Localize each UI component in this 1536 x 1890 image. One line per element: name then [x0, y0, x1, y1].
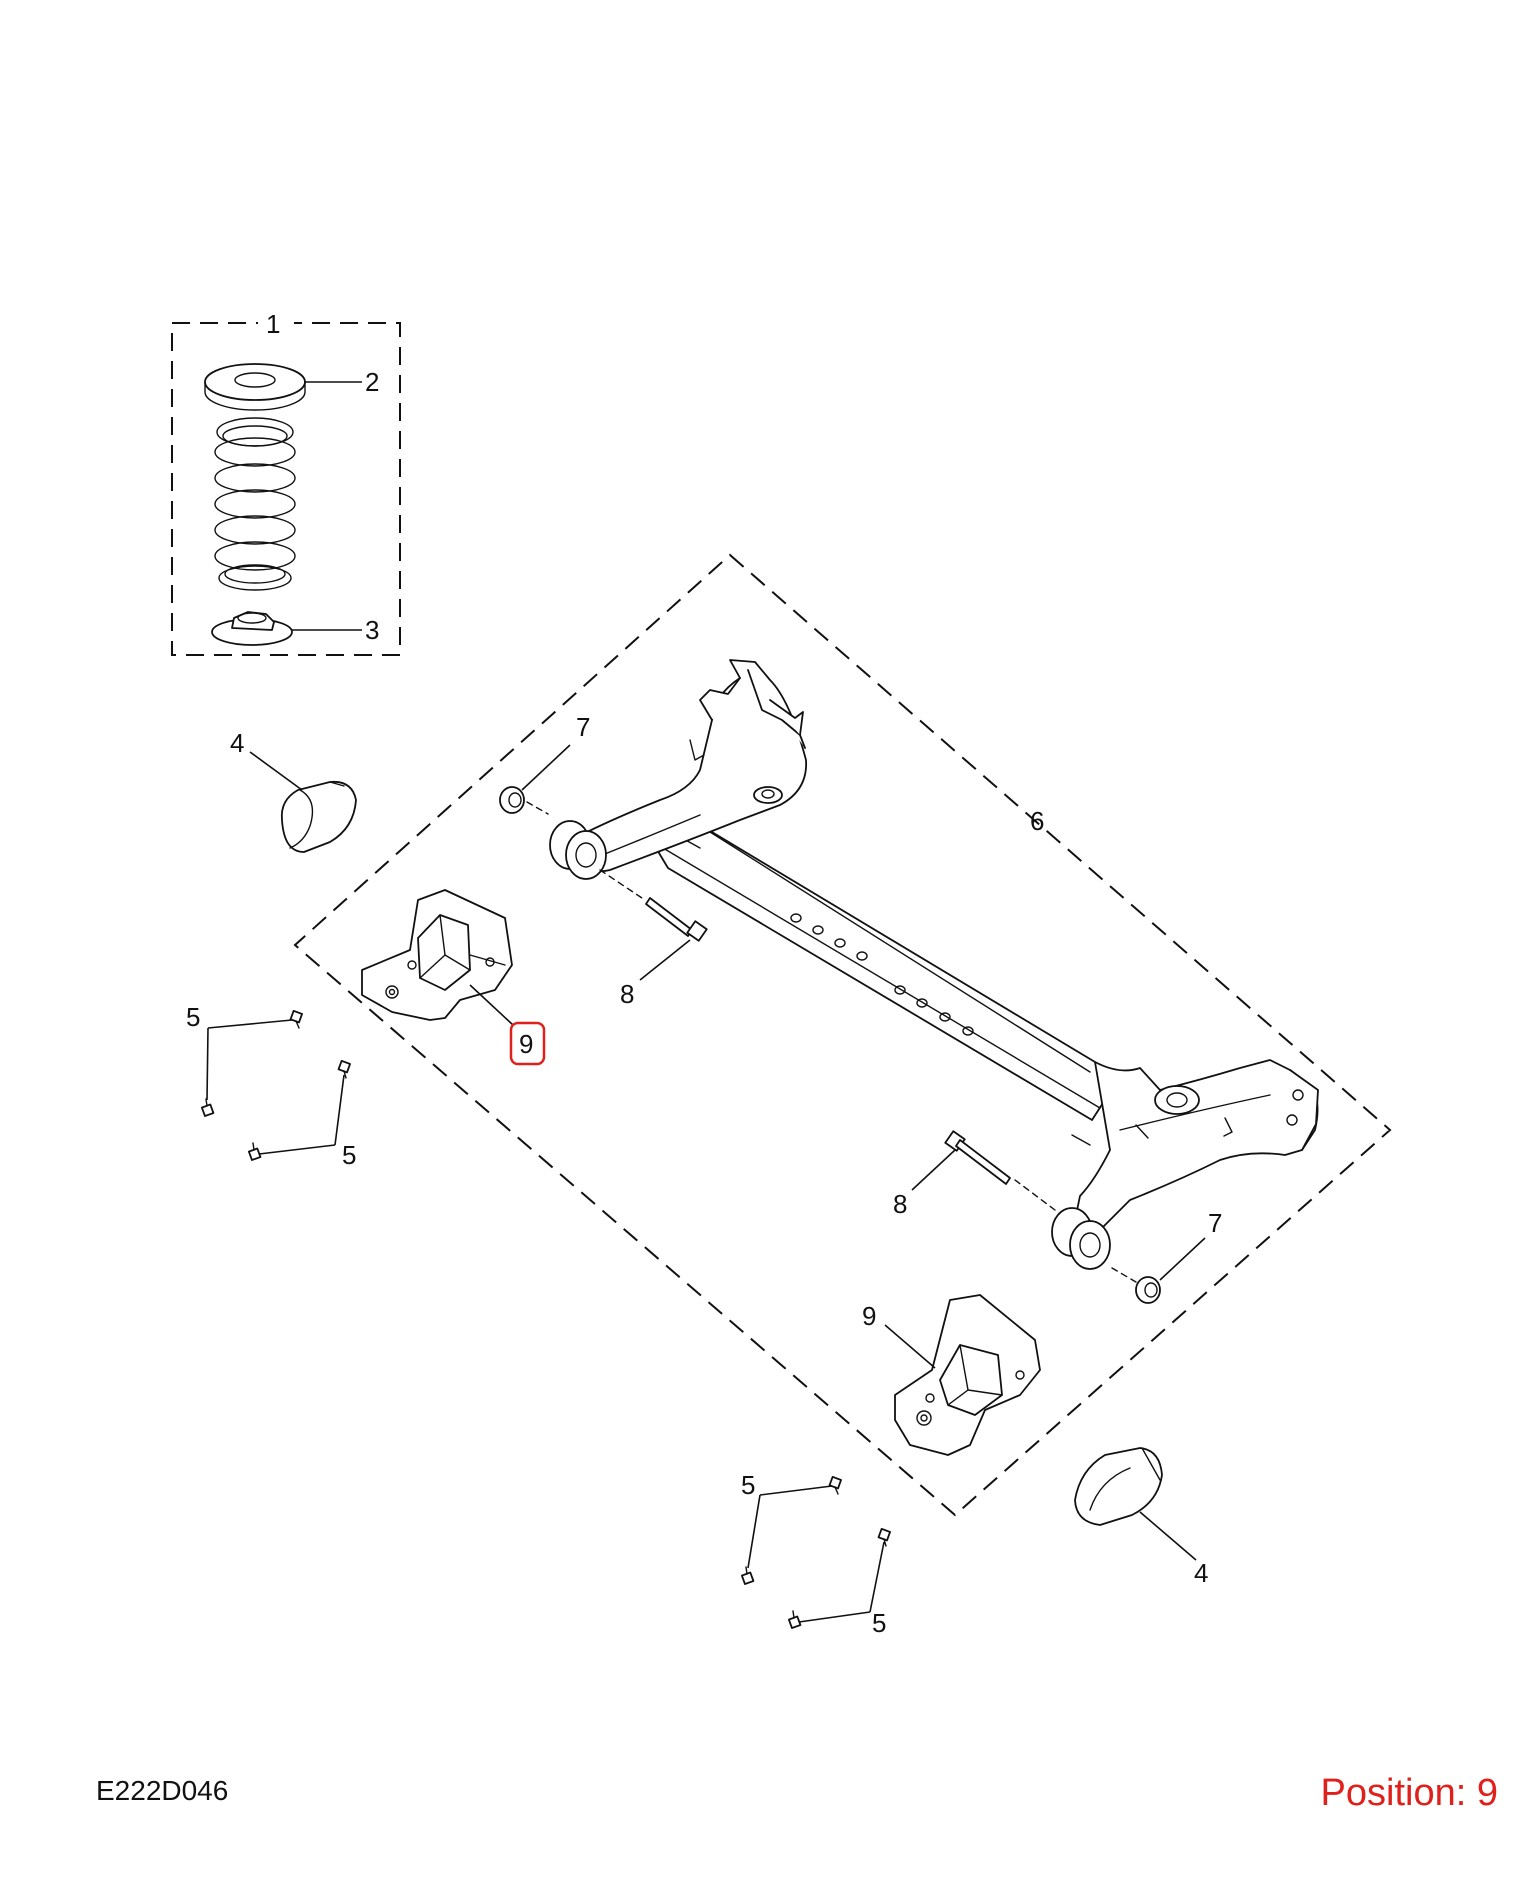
rear-axle-beam[interactable] [549, 659, 1319, 1270]
bolt-small-icon[interactable] [289, 1009, 303, 1029]
callout-8-lower[interactable]: 8 [893, 1189, 907, 1219]
callout-5-upper-left[interactable]: 5 [186, 1002, 200, 1032]
nut-lower-axis [1111, 1267, 1137, 1283]
leader-7-lower [1159, 1237, 1206, 1281]
leader-5d-up [869, 1541, 885, 1613]
nut-upper-axis [526, 801, 549, 815]
leader-5b-up [334, 1074, 345, 1146]
leader-5c [759, 1485, 833, 1496]
coil-spring-icon[interactable] [214, 417, 296, 591]
bolt-small-icon[interactable] [877, 1527, 891, 1547]
leader-5b [258, 1144, 336, 1155]
callout-4-left[interactable]: 4 [230, 728, 244, 758]
callout-5-upper-right[interactable]: 5 [741, 1470, 755, 1500]
callout-9-highlight [509, 1021, 546, 1066]
bolt-small-icon[interactable] [337, 1059, 351, 1079]
callout-6[interactable]: 6 [1030, 806, 1044, 836]
bolt-small-icon[interactable] [787, 1610, 802, 1629]
callout-5-lower-left[interactable]: 5 [342, 1140, 356, 1170]
leader-8-lower [911, 1149, 956, 1191]
bolt-small-right-group: 5 5 [740, 1470, 891, 1638]
upper-spring-seat[interactable] [204, 363, 306, 411]
nut-upper[interactable] [499, 786, 525, 814]
bolt-small-left-group: 5 5 [186, 1002, 356, 1170]
leader-5a [207, 1019, 293, 1029]
bolt-long-lower-axis [1014, 1179, 1056, 1211]
leader-4-left [249, 751, 303, 791]
leader-5c-down [747, 1494, 761, 1569]
leader-5d [798, 1611, 871, 1623]
bump-stop-left[interactable] [280, 780, 357, 853]
leader-5a-down [206, 1027, 209, 1101]
callout-9-left[interactable]: 9 [519, 1029, 533, 1059]
nut-lower[interactable] [1135, 1276, 1161, 1304]
callout-5-lower-right[interactable]: 5 [872, 1608, 886, 1638]
spring-assembly-group: 1 2 3 [171, 309, 401, 656]
diagram-code-label: E222D046 [96, 1775, 229, 1806]
bump-stop-right[interactable] [1074, 1447, 1163, 1526]
callout-7-lower[interactable]: 7 [1208, 1208, 1222, 1238]
bolt-small-icon[interactable] [247, 1142, 262, 1161]
bolt-long-upper-axis [599, 869, 646, 901]
bolt-small-icon[interactable] [828, 1475, 842, 1495]
lower-spring-seat[interactable] [211, 611, 293, 646]
leader-9-right [884, 1324, 936, 1369]
mounting-bracket-left[interactable] [361, 889, 513, 1021]
callout-8-upper[interactable]: 8 [620, 979, 634, 1009]
leader-4-right [1139, 1511, 1197, 1561]
callout-2[interactable]: 2 [365, 367, 379, 397]
callout-3[interactable]: 3 [365, 615, 379, 645]
position-indicator: Position: 9 [1320, 1772, 1498, 1814]
callout-9-right[interactable]: 9 [862, 1301, 876, 1331]
leader-8-upper [639, 939, 691, 981]
bolt-small-icon[interactable] [200, 1098, 215, 1117]
mounting-bracket-right[interactable] [894, 1294, 1041, 1456]
bolt-small-icon[interactable] [740, 1566, 755, 1585]
axle-group-dashed-box [293, 553, 1392, 1517]
callout-4-right[interactable]: 4 [1194, 1558, 1208, 1588]
bolt-long-lower[interactable] [944, 1130, 1011, 1185]
bolt-long-upper[interactable] [645, 897, 708, 942]
leader-7-upper [521, 744, 571, 791]
callout-1-background [258, 310, 294, 336]
callout-1[interactable]: 1 [266, 309, 280, 339]
leader-9-left [469, 984, 514, 1026]
callout-7-upper[interactable]: 7 [576, 712, 590, 742]
